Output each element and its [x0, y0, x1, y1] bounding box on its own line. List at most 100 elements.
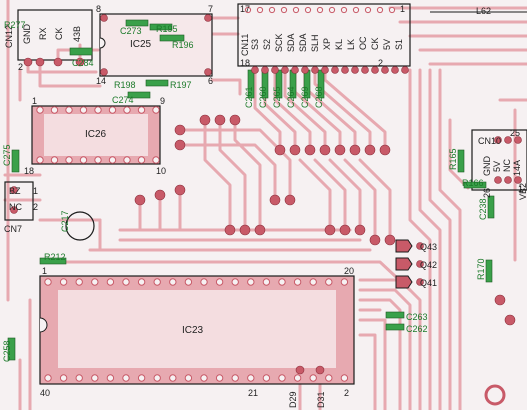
r165-part	[457, 149, 465, 173]
cn11-pin-pad	[292, 6, 300, 14]
c274-label: C274	[112, 95, 134, 105]
cn11-pin-pad	[316, 6, 324, 14]
ic26-pin-pad	[137, 156, 146, 164]
ic23-pin-pad	[169, 278, 177, 286]
cn12-pin-ck: CK	[54, 27, 64, 40]
ic23-pin-40: 40	[40, 388, 51, 398]
q43-symbol	[395, 239, 413, 253]
ic23-pin-pad	[106, 278, 115, 286]
transistor-symbols	[395, 239, 413, 289]
q41-symbol	[395, 275, 413, 289]
c261-part	[247, 69, 255, 99]
ic25-notch	[99, 37, 106, 49]
ic26-pin-pads	[36, 106, 160, 164]
q43-label: Q43	[420, 242, 438, 252]
cn10-pin-gnd: GND	[482, 156, 492, 176]
c273-label: C273	[120, 26, 142, 36]
c265-label: C265	[272, 86, 282, 108]
cn11-label: CN11	[240, 33, 250, 56]
ic25-pin-14: 14	[96, 76, 107, 86]
ic23-pin-pad	[278, 374, 286, 382]
ic23-pin-pad	[91, 374, 99, 382]
c275-part	[11, 149, 20, 173]
cn7-pin-number-2: 2	[33, 202, 39, 212]
r198-label: R198	[114, 80, 136, 90]
ic23-pin-pad	[247, 278, 255, 286]
ic23-pin-pad	[215, 374, 224, 382]
cn10-label: CN10	[478, 136, 502, 146]
ic26-pin-pad	[65, 106, 73, 114]
cn7-pin-number-1: 1	[33, 186, 39, 196]
ic23-pin-pad	[262, 374, 271, 382]
ic23-pin-1: 1	[42, 266, 48, 276]
ic23-pin-pad	[278, 278, 286, 286]
c284-part	[69, 47, 93, 56]
ic26-pin-9: 9	[160, 96, 166, 106]
ic23-pin-pad	[293, 278, 302, 286]
ic26-inner	[44, 114, 148, 156]
cn11-pin-kl: KL	[334, 38, 344, 50]
ic23-pin-pad	[106, 374, 115, 382]
cn7-outline	[4, 181, 34, 221]
d31-label: D31	[316, 391, 326, 408]
c263-part	[385, 311, 405, 319]
r195-label: R195	[156, 24, 178, 34]
cn11-pin-pad	[280, 6, 288, 14]
ic26-label: IC26	[85, 129, 107, 140]
cn11-pin-pad	[244, 6, 252, 14]
cn12-pin-43b: 43B	[72, 25, 82, 42]
ic23-pin-pad	[59, 278, 68, 286]
c260-label: C260	[258, 86, 268, 108]
q42-label: Q42	[420, 260, 438, 270]
c265-part	[275, 69, 283, 99]
ic23-pin-pad	[75, 374, 83, 382]
r197-label: R197	[170, 80, 192, 90]
ic26-pin-pad	[152, 106, 160, 114]
ic25-label: IC25	[130, 39, 152, 50]
ic26-pin-pad	[36, 106, 44, 114]
c268-part	[317, 69, 325, 99]
cn11-pin-number-1: 1	[400, 4, 406, 14]
cn11-pin-pad	[364, 6, 372, 14]
ic23-pin-pad	[262, 278, 271, 286]
ic26-pin-pad	[36, 156, 44, 164]
ic26-pin-pad	[50, 106, 59, 114]
cn12-pin-rx: RX	[38, 27, 48, 40]
ic23-pin-pad	[153, 374, 161, 382]
ic26-pin-pad	[79, 156, 88, 164]
cn7-pin-nc: NC	[9, 202, 22, 212]
ic26-footprint	[31, 105, 161, 165]
trace-group	[3, 0, 527, 410]
c258-label: C258	[2, 340, 12, 362]
c268-label: C268	[314, 86, 324, 108]
c275-label: C275	[2, 144, 12, 166]
c217-outline	[65, 211, 95, 241]
passive-components	[7, 19, 495, 361]
ic23-inner	[58, 290, 336, 368]
cn11-pin-pad	[268, 6, 276, 14]
l62-label: L62	[476, 6, 492, 16]
r277-label: R277	[4, 20, 26, 30]
ic23-pin-pad	[184, 278, 193, 286]
r165-label: R165	[448, 148, 458, 170]
ic23-pin-pad	[293, 374, 302, 382]
cn11-pin-sck: SCK	[274, 33, 284, 52]
ic26-pin-pad	[65, 156, 73, 164]
ic23-pin-pad	[247, 374, 255, 382]
ic26-pin-pad	[123, 106, 131, 114]
r170-label: R170	[476, 258, 486, 280]
cn11-pin-lk: LK	[346, 38, 356, 50]
ic23-pin-pad	[91, 278, 99, 286]
ic23-pin-pad	[44, 278, 52, 286]
c273-part	[125, 19, 149, 27]
cn11-pin-xp: XP	[322, 37, 332, 50]
cn10-pin-14a: 14A	[512, 159, 522, 176]
ic26-pin-pad	[108, 156, 117, 164]
ic25-pin-6: 6	[208, 76, 214, 86]
cn11-outline	[237, 3, 411, 67]
d29-label: D29	[288, 391, 298, 408]
cn11-pin-s1: S1	[394, 38, 404, 50]
cn11-pin-pad	[340, 6, 348, 14]
ic26-pin-pad	[123, 156, 131, 164]
